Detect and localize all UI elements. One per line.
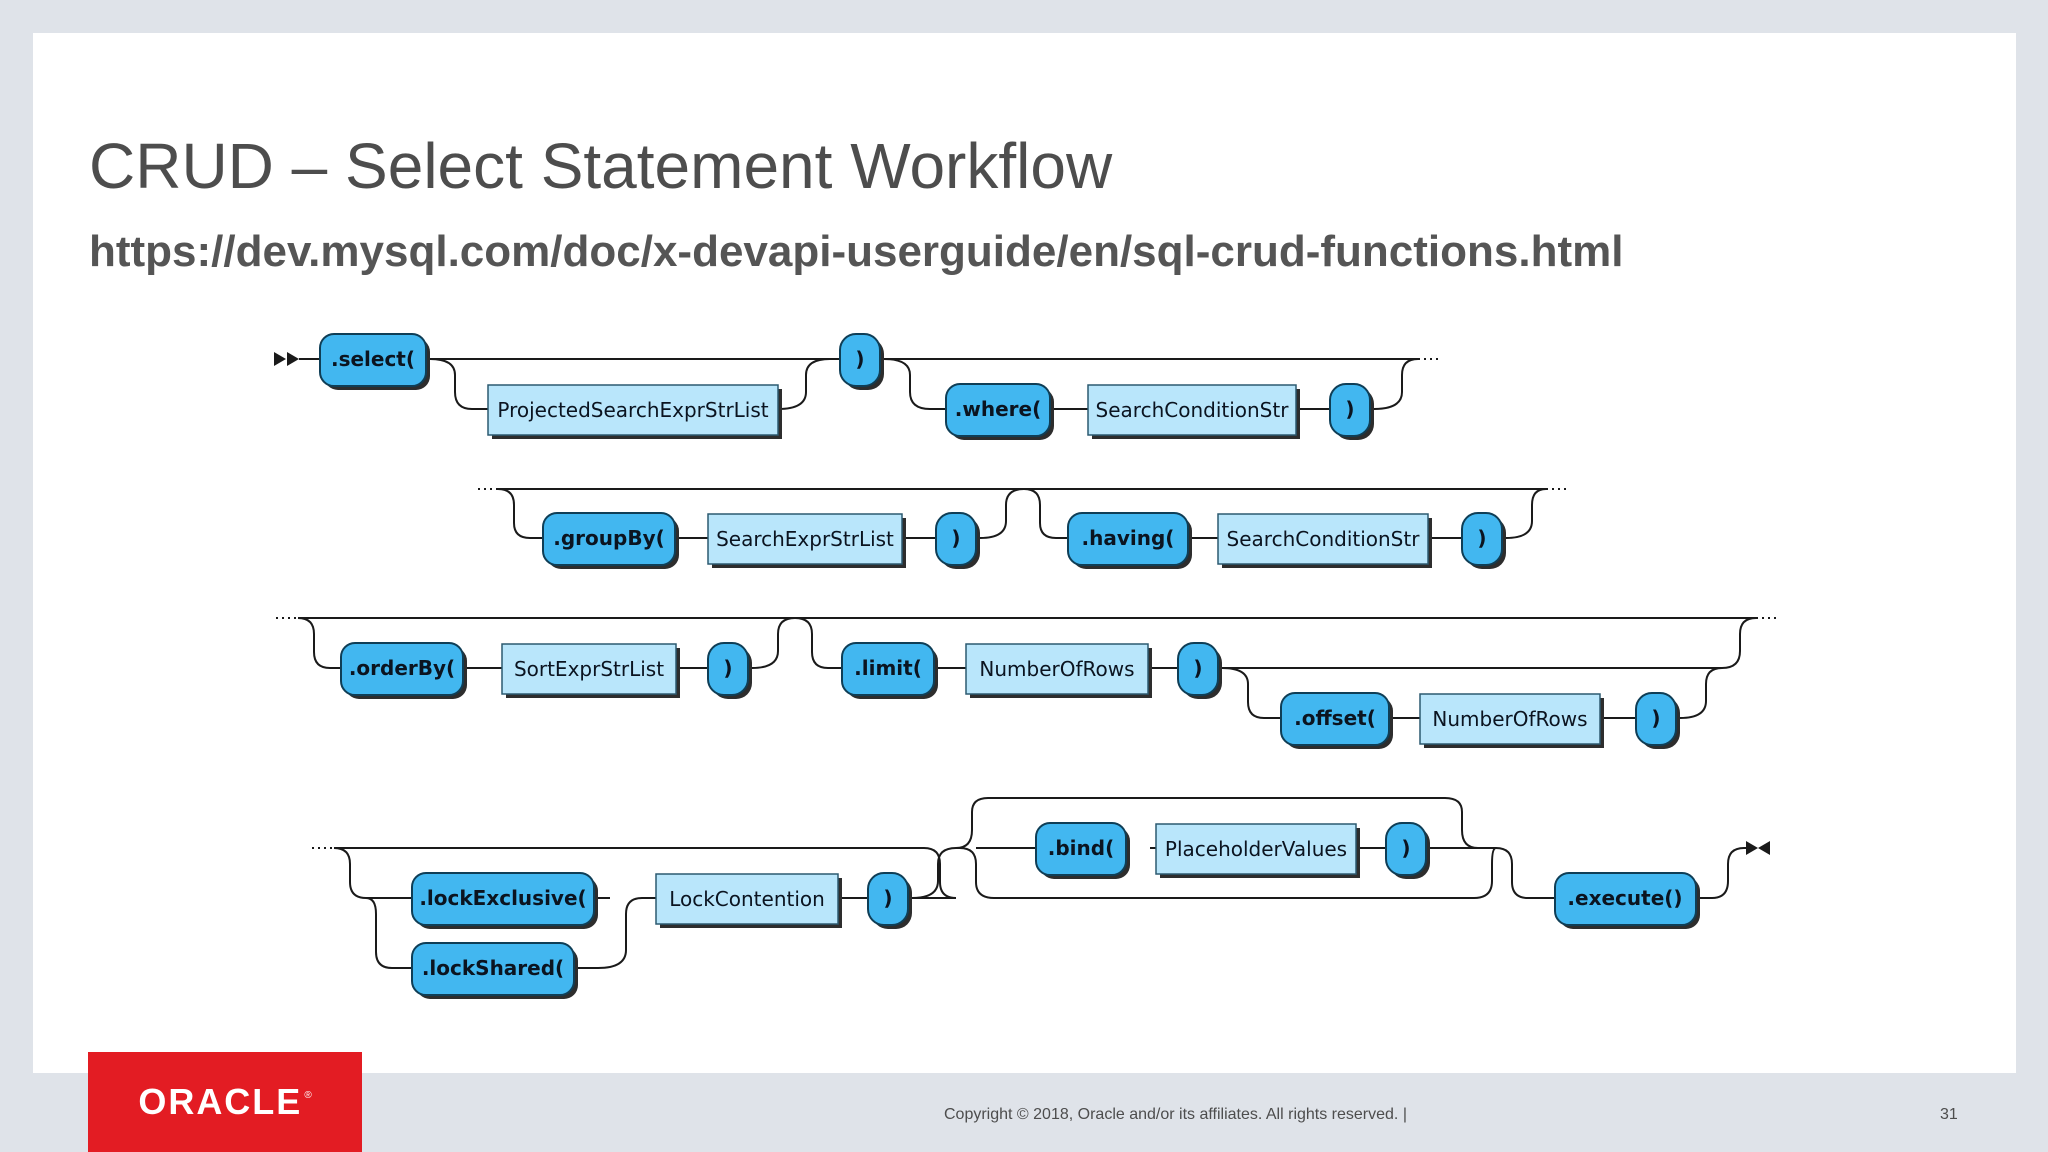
close-paren-2-label: ): [1345, 397, 1354, 421]
execute-label: .execute(): [1567, 886, 1682, 910]
sort-expr-nonterminal: SortExprStrList: [501, 643, 680, 698]
having-label: .having(: [1082, 526, 1175, 550]
row2-tracks: [478, 488, 1570, 539]
close-paren-1: ): [839, 333, 884, 390]
projected-nonterminal: ProjectedSearchExprStrList: [487, 384, 782, 439]
search-condition-nonterminal-1: SearchConditionStr: [1087, 384, 1300, 439]
row1-tracks: [274, 352, 1440, 410]
placeholder-values-nonterminal: PlaceholderValues: [1155, 823, 1360, 878]
close-paren-4: ): [1461, 512, 1506, 569]
close-paren-5-label: ): [723, 656, 732, 680]
limit-keyword: .limit(: [841, 642, 938, 699]
close-paren-3-label: ): [951, 526, 960, 550]
slide-title: CRUD – Select Statement Workflow: [89, 130, 1113, 202]
oracle-logo-box: ORACLE ®: [88, 1052, 362, 1152]
close-paren-6: ): [1177, 642, 1222, 699]
number-of-rows-nonterminal-1: NumberOfRows: [965, 643, 1152, 698]
groupby-label: .groupBy(: [553, 526, 665, 550]
close-paren-7-label: ): [1651, 706, 1660, 730]
number-of-rows-2-label: NumberOfRows: [1432, 707, 1587, 731]
groupby-keyword: .groupBy(: [542, 512, 679, 569]
bind-keyword: .bind(: [1035, 822, 1130, 879]
where-label: .where(: [955, 397, 1041, 421]
lock-exclusive-keyword: .lockExclusive(: [411, 872, 598, 929]
lock-shared-keyword: .lockShared(: [411, 942, 578, 999]
lock-exclusive-label: .lockExclusive(: [419, 886, 586, 910]
offset-label: .offset(: [1294, 706, 1376, 730]
close-paren-9: ): [867, 872, 912, 929]
slide-subtitle-url: https://dev.mysql.com/doc/x-devapi-userg…: [89, 227, 1624, 276]
orderby-label: .orderBy(: [349, 656, 455, 680]
lock-contention-label: LockContention: [669, 887, 825, 911]
offset-keyword: .offset(: [1280, 692, 1393, 749]
close-paren-1-label: ): [855, 347, 864, 371]
oracle-registered-mark: ®: [304, 1089, 312, 1101]
page-number: 31: [1940, 1106, 1958, 1123]
lock-contention-nonterminal: LockContention: [655, 873, 842, 928]
close-paren-5: ): [707, 642, 752, 699]
number-of-rows-nonterminal-2: NumberOfRows: [1419, 693, 1604, 748]
close-paren-8: ): [1385, 822, 1430, 879]
lock-shared-label: .lockShared(: [422, 956, 564, 980]
close-paren-8-label: ): [1401, 836, 1410, 860]
bind-label: .bind(: [1048, 836, 1114, 860]
close-paren-7: ): [1635, 692, 1680, 749]
close-paren-9-label: ): [883, 886, 892, 910]
limit-label: .limit(: [854, 656, 922, 680]
select-keyword: .select(: [319, 333, 430, 390]
execute-keyword: .execute(): [1554, 872, 1700, 929]
orderby-keyword: .orderBy(: [340, 642, 467, 699]
close-paren-6-label: ): [1193, 656, 1202, 680]
sort-expr-label: SortExprStrList: [514, 657, 664, 681]
oracle-logo: ORACLE: [138, 1081, 303, 1122]
projected-label: ProjectedSearchExprStrList: [497, 398, 768, 422]
copyright-text: Copyright © 2018, Oracle and/or its affi…: [944, 1106, 1407, 1123]
search-condition-1-label: SearchConditionStr: [1096, 398, 1290, 422]
search-expr-nonterminal: SearchExprStrList: [707, 513, 906, 568]
search-condition-nonterminal-2: SearchConditionStr: [1217, 513, 1432, 568]
search-expr-label: SearchExprStrList: [716, 527, 894, 551]
row4-tracks: [312, 797, 1770, 969]
number-of-rows-1-label: NumberOfRows: [979, 657, 1134, 681]
placeholder-values-label: PlaceholderValues: [1165, 837, 1347, 861]
search-condition-2-label: SearchConditionStr: [1227, 527, 1421, 551]
row3-tracks: [276, 617, 1776, 719]
having-keyword: .having(: [1067, 512, 1192, 569]
close-paren-3: ): [935, 512, 980, 569]
where-keyword: .where(: [945, 383, 1054, 440]
select-label: .select(: [331, 347, 415, 371]
close-paren-2: ): [1329, 383, 1374, 440]
close-paren-4-label: ): [1477, 526, 1486, 550]
